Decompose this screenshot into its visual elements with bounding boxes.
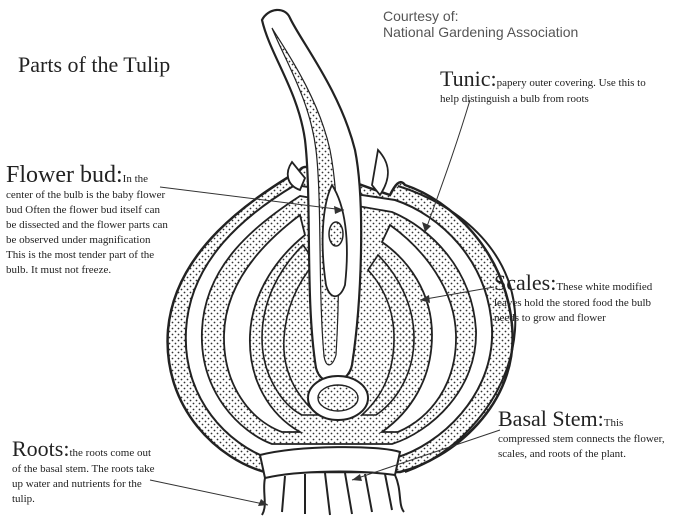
tunic-skin [397,185,517,473]
leader-roots [149,479,269,506]
label-roots-term: Roots: [12,436,70,461]
label-tunic-term: Tunic: [440,66,497,91]
roots [261,472,405,516]
sheath-right [371,148,389,197]
label-basal-stem-text: This compressed stem connects the flower… [498,417,665,460]
label-scales-text: These white modified leaves hold the sto… [494,281,653,324]
label-scales-term: Scales: [494,270,557,295]
courtesy-credit: Courtesy of: National Gardening Associat… [383,8,578,40]
sheath-left [286,160,307,192]
basal-stem-plate [258,446,402,480]
label-flower-bud-text: In the center of the bulb is the baby fl… [6,173,168,276]
flower-bud-center [328,221,344,247]
leader-flower-bud [159,186,345,211]
courtesy-line-1: Courtesy of: [383,8,459,24]
label-basal-stem-term: Basal Stem: [498,406,604,431]
scale-inner-left-2 [261,243,321,416]
diagram-title: Parts of the Tulip [18,52,171,77]
label-tunic: Tunic:papery outer covering. Use this to… [440,66,660,107]
label-scales: Scales:These white modified leaves hold … [494,270,669,326]
courtesy-line-2: National Gardening Association [383,24,579,40]
label-flower-bud-term: Flower bud: [6,162,123,188]
label-roots-text: the roots come out of the basal stem. Th… [12,447,155,505]
leader-tunic [424,99,471,233]
leader-scales [419,286,495,301]
scale-inner-left-1 [223,213,307,433]
label-flower-bud: Flower bud:In the center of the bulb is … [6,162,171,278]
label-roots: Roots:the roots come out of the basal st… [12,436,162,507]
label-basal-stem: Basal Stem:This compressed stem connects… [498,406,668,462]
label-tunic-text: papery outer covering. Use this to help … [440,77,646,105]
scale-inner-right-2 [359,253,415,416]
leader-basal-stem [351,429,501,481]
